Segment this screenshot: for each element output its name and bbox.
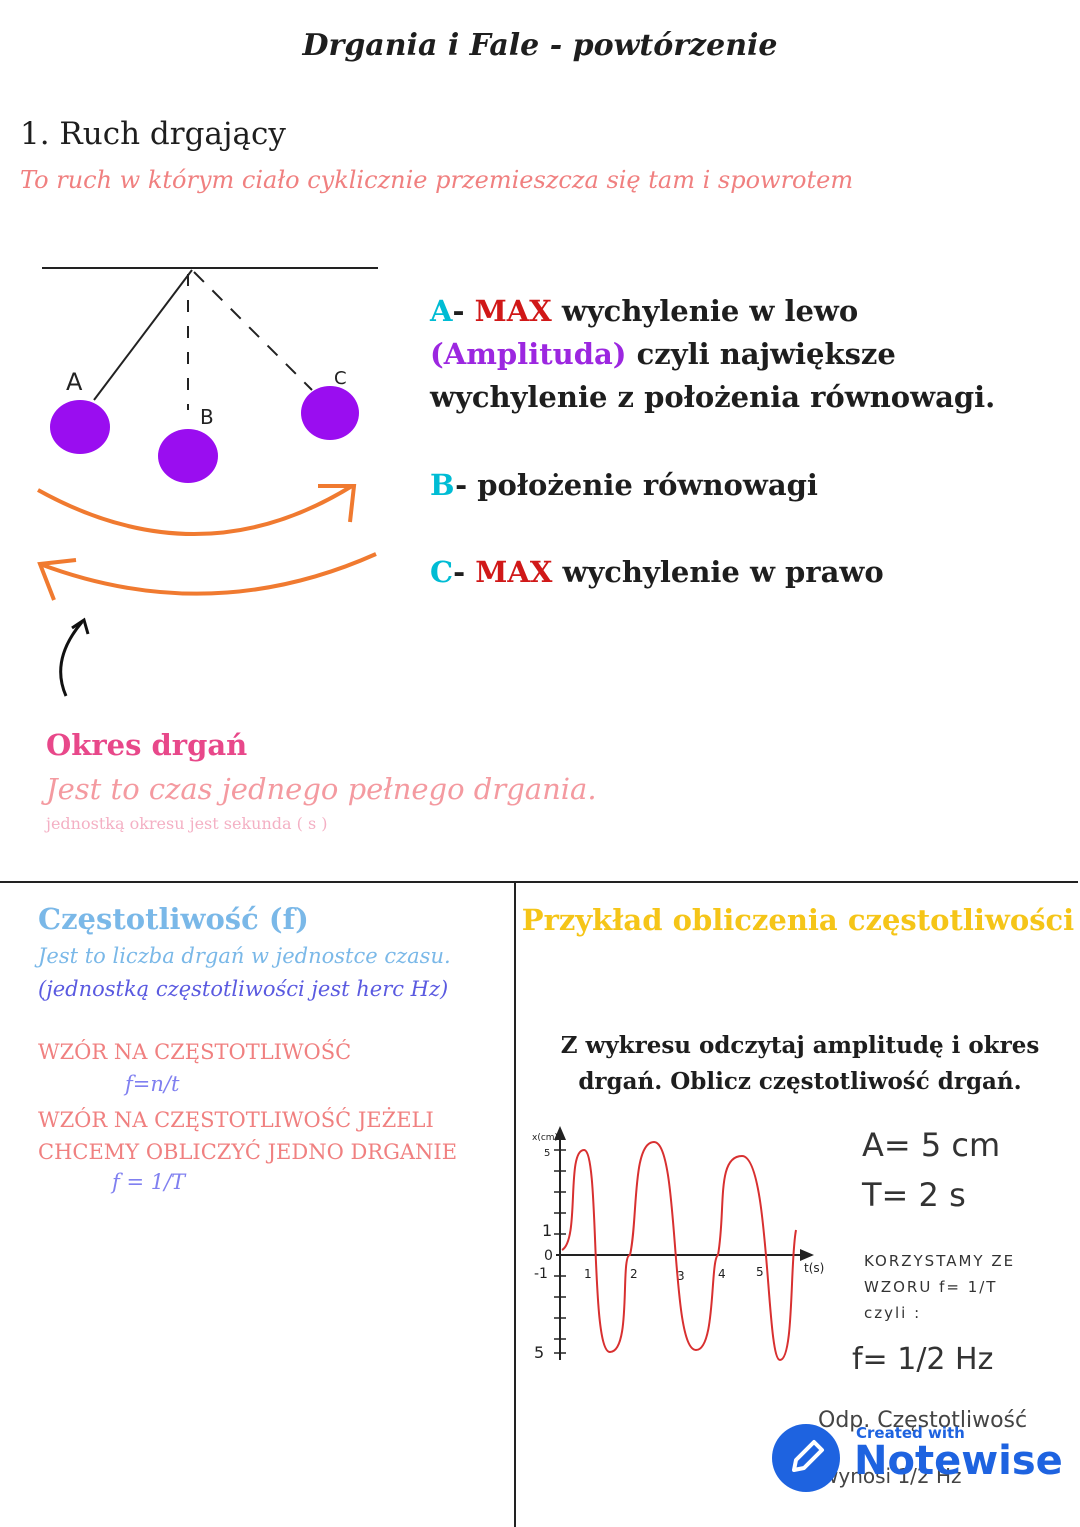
okres-unit: jednostką okresu jest sekunda ( s ) — [46, 814, 328, 833]
graph-ytick: 5 — [544, 1148, 550, 1159]
letter-a: A — [430, 294, 453, 328]
description-a: A- MAX wychylenie w lewo (Amplituda) czy… — [430, 294, 996, 414]
formula-basic: f=n/t — [125, 1072, 180, 1096]
answer-amplitude: A= 5 cm — [862, 1126, 1001, 1164]
pendulum-string-c — [193, 271, 313, 391]
description-b: B- położenie równowagi — [430, 468, 818, 502]
graph-xtick: 3 — [677, 1269, 685, 1283]
arrow-return — [59, 621, 84, 697]
description-c: C- MAX wychylenie w prawo — [430, 555, 884, 589]
divider-vertical — [514, 882, 516, 1527]
graph-ytick: 0 — [544, 1248, 553, 1264]
notewise-pen-icon — [772, 1424, 840, 1492]
oscillation-graph: x(cm) t(s) 5 1 0 -1 5 1 2 3 4 5 — [532, 1126, 824, 1362]
graph-xtick: 4 — [718, 1267, 726, 1281]
pendulum-ball-c — [301, 386, 359, 440]
arrow-right-swing — [37, 484, 354, 536]
arrow-left-swing — [39, 552, 377, 596]
notewise-logo: Created with Notewise — [772, 1420, 1063, 1500]
section-heading: 1. Ruch drgający — [20, 116, 286, 152]
answer-frequency: f= 1/2 Hz — [852, 1342, 994, 1377]
letter-b: B — [430, 468, 456, 502]
pendulum-label-b: B — [200, 405, 214, 429]
pendulum-diagram: A B C — [37, 267, 378, 697]
pendulum-ball-b — [158, 429, 218, 483]
graph-xtick: 1 — [584, 1267, 592, 1281]
max-label: MAX — [475, 555, 553, 589]
section-definition: To ruch w którym ciało cyklicznie przemi… — [20, 166, 854, 194]
graph-xlabel: t(s) — [804, 1261, 824, 1275]
formula-heading-single: WZÓR NA CZĘSTOTLIWOŚĆ JEŻELI CHCEMY OBLI… — [38, 1108, 458, 1164]
example-heading: Przykład obliczenia częstotliwości — [521, 903, 1075, 937]
frequency-definition: Jest to liczba drgań w jednostce czasu. — [38, 944, 451, 968]
graph-xtick: 2 — [630, 1267, 638, 1281]
frequency-unit: (jednostką częstotliwości jest herc Hz) — [38, 977, 449, 1001]
graph-xtick: 5 — [756, 1265, 764, 1279]
frequency-heading: Częstotliwość (f) — [38, 902, 309, 936]
answer-explanation: KORZYSTAMY ZE WZORU f= 1/T czyli : — [864, 1252, 1016, 1322]
okres-definition: Jest to czas jednego pełnego drgania. — [46, 772, 597, 806]
oscillation-curve — [561, 1140, 797, 1362]
answer-final-value: wynosi 1/2 Hz — [822, 1464, 962, 1488]
pendulum-ball-a — [50, 400, 110, 454]
graph-ytick: 5 — [534, 1343, 544, 1362]
page-title: Drgania i Fale - powtórzenie — [302, 28, 778, 63]
pendulum-string-a — [93, 269, 193, 401]
pendulum-label-c: C — [334, 368, 347, 389]
okres-heading: Okres drgań — [46, 728, 248, 762]
example-task: Z wykresu odczytaj amplitudę i okres drg… — [560, 1032, 1040, 1095]
formula-heading: WZÓR NA CZĘSTOTLIWOŚĆ — [38, 1040, 352, 1064]
formula-period: f = 1/T — [112, 1170, 186, 1194]
divider-horizontal — [0, 881, 1078, 883]
graph-ylabel: x(cm) — [532, 1133, 558, 1143]
letter-c: C — [430, 555, 454, 589]
max-label: MAX — [474, 294, 552, 328]
answer-final: Odp. Częstotliwość — [818, 1408, 1028, 1433]
amplitude-label: (Amplituda) — [430, 337, 627, 371]
pendulum-label-a: A — [66, 368, 83, 396]
answer-period: T= 2 s — [862, 1176, 966, 1214]
graph-ytick: -1 — [534, 1266, 548, 1282]
graph-ytick: 1 — [542, 1221, 552, 1240]
